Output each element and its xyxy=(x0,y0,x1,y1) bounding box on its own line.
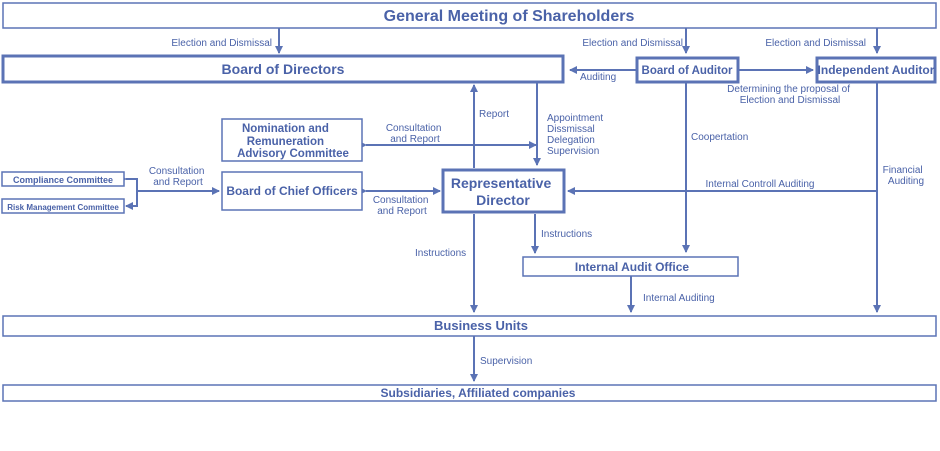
label-determining-line-2: Election and Dismissal xyxy=(740,95,841,106)
label-consultation-nomination-line-2: and Report xyxy=(390,134,440,145)
board-of-auditor-title: Board of Auditor xyxy=(642,65,733,77)
board-of-directors-box: Board of Directors xyxy=(1,54,565,84)
nomination-committee-title: Nomination and Remuneration Advisory Com… xyxy=(237,123,349,160)
label-consultation-committees-line-2: and Report xyxy=(153,177,203,188)
label-appointment-line-2: Dissmissal xyxy=(547,124,595,135)
label-determining: Determining the proposal of Election and… xyxy=(727,84,853,106)
label-financial-auditing-line-1: Financial xyxy=(883,165,923,176)
label-consultation-chief-line-1: Consultation xyxy=(373,195,429,206)
nomination-line-1: Nomination and xyxy=(242,123,329,135)
label-determining-line-1: Determining the proposal of xyxy=(727,84,850,95)
label-appointment-line-1: Appointment xyxy=(547,113,603,124)
business-units-title: Business Units xyxy=(434,318,528,333)
label-report: Report xyxy=(479,109,509,120)
label-election-dismissal-2: Election and Dismissal xyxy=(582,38,683,49)
board-of-chief-officers-box: Board of Chief Officers xyxy=(221,171,363,211)
internal-audit-office-title: Internal Audit Office xyxy=(575,260,690,274)
label-internal-control-auditing: Internal Controll Auditing xyxy=(706,179,815,190)
subsidiaries-box: Subsidiaries, Affiliated companies xyxy=(2,384,937,402)
representative-line-2: Director xyxy=(476,192,530,208)
label-election-dismissal-1: Election and Dismissal xyxy=(171,38,272,49)
business-units-box: Business Units xyxy=(2,315,937,337)
compliance-committee-box: Compliance Committee xyxy=(1,171,125,187)
connectors xyxy=(119,28,881,382)
label-supervision: Supervision xyxy=(480,356,532,367)
representative-director-box: Representative Director xyxy=(441,168,566,214)
label-consultation-chief-line-2: and Report xyxy=(377,206,427,217)
general-meeting-title: General Meeting of Shareholders xyxy=(384,8,635,25)
label-election-dismissal-3: Election and Dismissal xyxy=(765,38,866,49)
label-cooperation: Coopertation xyxy=(691,132,748,143)
general-meeting-box: General Meeting of Shareholders xyxy=(2,2,937,29)
label-appointment: Appointment Dissmissal Delegation Superv… xyxy=(547,113,606,157)
board-of-auditor-box: Board of Auditor xyxy=(635,56,740,84)
label-instructions-right: Instructions xyxy=(541,229,592,240)
board-of-chief-officers-title: Board of Chief Officers xyxy=(226,184,358,198)
label-consultation-committees: Consultation and Report xyxy=(149,166,207,188)
representative-line-1: Representative xyxy=(451,175,552,191)
nomination-line-2: Remuneration xyxy=(247,136,324,148)
risk-committee-box: Risk Management Committee xyxy=(1,198,125,214)
label-consultation-committees-line-1: Consultation xyxy=(149,166,205,177)
internal-audit-office-box: Internal Audit Office xyxy=(522,256,739,277)
label-instructions-left: Instructions xyxy=(415,248,466,259)
bracket-committees xyxy=(119,175,138,210)
compliance-committee-title: Compliance Committee xyxy=(13,175,113,185)
label-appointment-line-3: Delegation xyxy=(547,135,595,146)
risk-committee-title: Risk Management Committee xyxy=(7,203,119,212)
label-consultation-nomination-line-1: Consultation xyxy=(386,123,442,134)
subsidiaries-title: Subsidiaries, Affiliated companies xyxy=(381,386,576,400)
independent-auditor-title: Independent Auditor xyxy=(818,63,935,77)
label-financial-auditing-line-2: Auditing xyxy=(888,176,924,187)
label-appointment-line-4: Supervision xyxy=(547,146,599,157)
label-consultation-nomination: Consultation and Report xyxy=(386,123,444,145)
nomination-line-3: Advisory Committee xyxy=(237,148,349,160)
nomination-committee-box: Nomination and Remuneration Advisory Com… xyxy=(221,118,363,162)
board-of-directors-title: Board of Directors xyxy=(222,61,345,77)
label-financial-auditing: Financial Auditing xyxy=(883,165,926,187)
label-auditing: Auditing xyxy=(580,72,616,83)
relationship-labels: Election and Dismissal Election and Dism… xyxy=(149,38,926,367)
representative-director-title: Representative Director xyxy=(451,175,555,208)
label-internal-auditing: Internal Auditing xyxy=(643,293,715,304)
independent-auditor-box: Independent Auditor xyxy=(815,56,937,84)
label-consultation-chief: Consultation and Report xyxy=(373,195,431,217)
